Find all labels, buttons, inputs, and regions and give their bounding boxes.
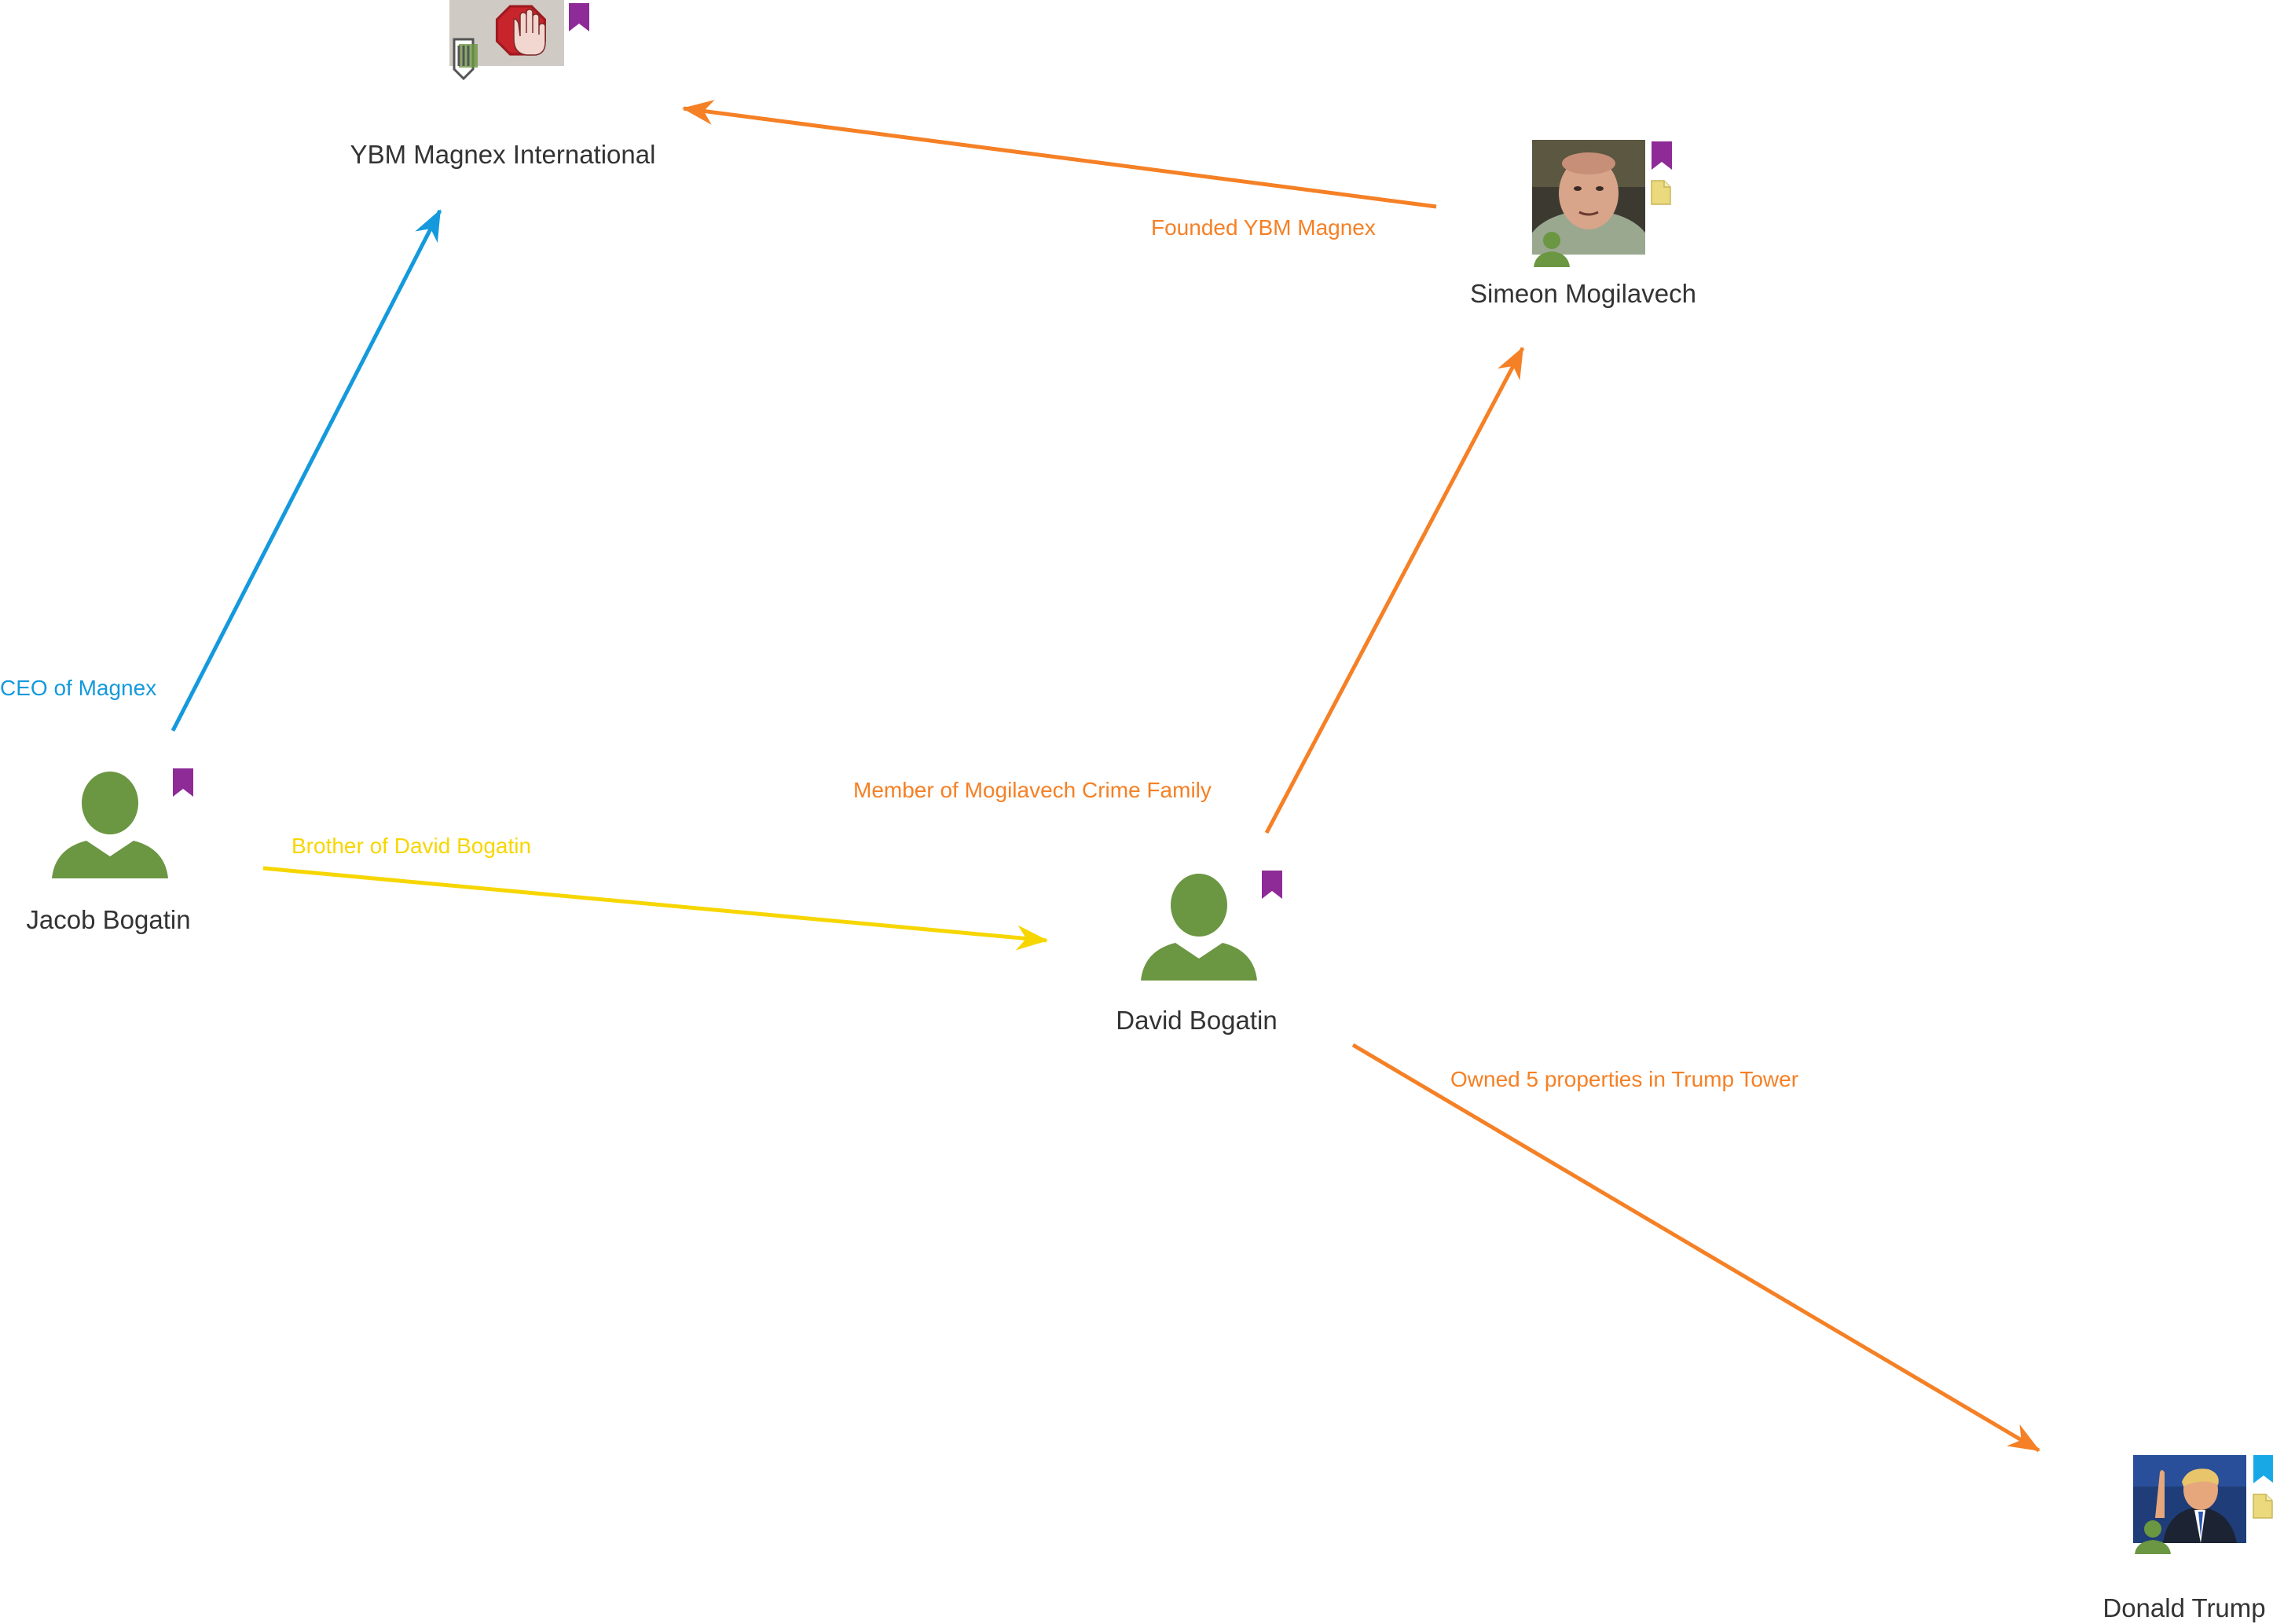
stop-hand-icon [449, 0, 564, 66]
simeon-node-label[interactable]: Simeon Mogilavech [1470, 279, 1696, 308]
jacob-node-label[interactable]: Jacob Bogatin [26, 905, 191, 934]
trump-note-icon [2253, 1494, 2273, 1519]
david-bookmark-icon [1262, 871, 1282, 899]
link-founded-line[interactable] [682, 100, 1437, 209]
david-node-label[interactable]: David Bogatin [1116, 1006, 1278, 1035]
trump-person-icon [2135, 1520, 2171, 1554]
ybm-bookmark-icon [569, 3, 589, 31]
link-member-line[interactable] [1264, 346, 1525, 834]
ybm-stop-hand-icon[interactable] [449, 0, 564, 66]
jacob-person-icon[interactable] [52, 770, 168, 878]
trump-bookmark-icon [2253, 1455, 2273, 1483]
david-person-icon[interactable] [1141, 872, 1257, 981]
trump-node-label[interactable]: Donald Trump [2103, 1593, 2266, 1622]
simeon-note-icon [1651, 180, 1671, 205]
link-ceo-label[interactable]: CEO of Magnex [0, 676, 157, 700]
simeon-person-icon [1534, 232, 1570, 267]
link-brother-line[interactable] [262, 866, 1048, 951]
simeon-bookmark-icon [1652, 141, 1672, 170]
link-owned-label[interactable]: Owned 5 properties in Trump Tower [1450, 1067, 1799, 1091]
ybm-node-label[interactable]: YBM Magnex International [350, 140, 656, 169]
ybm-attachment-icon [453, 38, 478, 81]
link-member-label[interactable]: Member of Mogilavech Crime Family [853, 778, 1212, 802]
link-owned-line[interactable] [1351, 1043, 2040, 1453]
link-brother-label[interactable]: Brother of David Bogatin [291, 834, 532, 858]
link-founded-label[interactable]: Founded YBM Magnex [1151, 215, 1376, 240]
simeon-photo[interactable] [1532, 140, 1645, 255]
jacob-bookmark-icon [173, 768, 193, 797]
person-photo-simeon [1532, 140, 1645, 255]
link-ceo-line[interactable] [170, 209, 442, 732]
